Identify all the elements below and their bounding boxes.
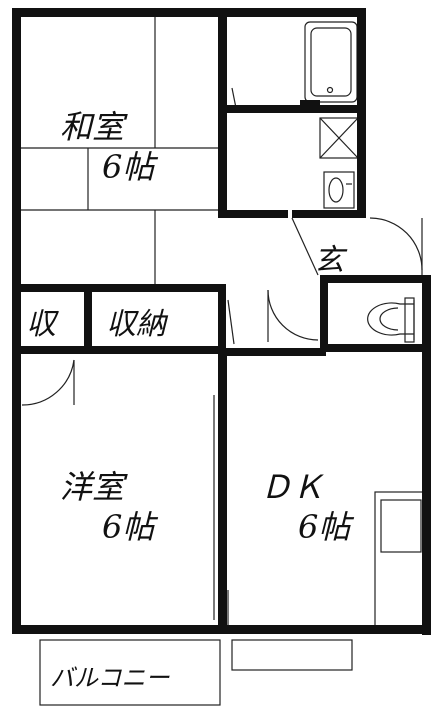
bathtub-inner bbox=[310, 27, 352, 97]
room-label-washitsu: 和室 bbox=[60, 108, 128, 146]
room-label-dk: ＤＫ bbox=[260, 468, 324, 506]
room-label-yoshitsu: 洋室 bbox=[60, 468, 128, 506]
room-size-yoshitsu: 6帖 bbox=[102, 508, 158, 546]
room-size-dk: 6帖 bbox=[298, 508, 354, 546]
room-label-genkan: 玄 bbox=[314, 243, 348, 278]
walls bbox=[12, 8, 431, 635]
toilet bbox=[367, 300, 415, 340]
entrance-door-swing bbox=[369, 217, 423, 271]
door-swing bbox=[267, 289, 319, 341]
bathtub-drain bbox=[326, 86, 334, 94]
kitchen-counter bbox=[374, 491, 428, 631]
room-label-shu: 収 bbox=[26, 307, 59, 342]
balcony-area bbox=[39, 639, 221, 706]
room-size-washitsu: 6帖 bbox=[102, 148, 158, 186]
wash-basin bbox=[323, 171, 355, 209]
room-label-shuno: 収納 bbox=[106, 307, 169, 342]
room-label-balcony: バルコニー bbox=[50, 664, 171, 692]
bathtub bbox=[304, 21, 358, 103]
door-swing bbox=[21, 359, 75, 406]
